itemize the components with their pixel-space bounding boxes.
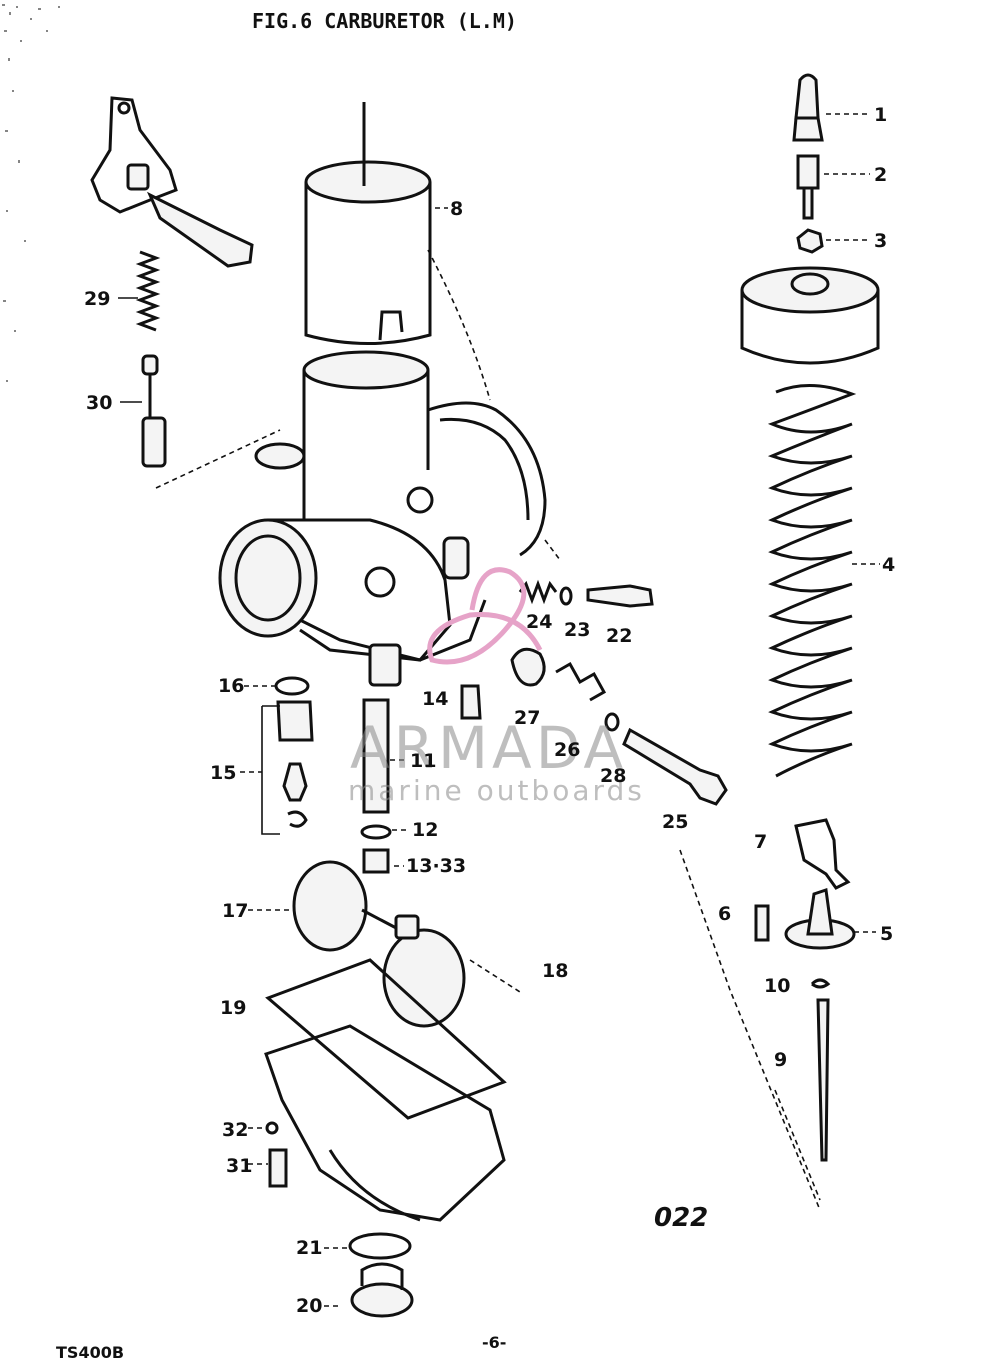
scan-noise <box>2 4 60 382</box>
figure-title: FIG.6 CARBURETOR (L.M) <box>252 9 517 33</box>
callout-label: 22 <box>606 625 632 647</box>
callout-label: 30 <box>86 392 112 414</box>
starter-plunger <box>141 354 167 468</box>
float-chamber <box>264 958 507 1318</box>
callout-label: 16 <box>218 675 244 697</box>
callout-label: 11 <box>410 750 436 772</box>
starter-lever <box>90 96 254 268</box>
diagram-code: 022 <box>654 1203 708 1233</box>
callout-label: 26 <box>554 739 580 761</box>
callout-label: 19 <box>220 997 246 1019</box>
page-number: -6- <box>482 1333 506 1352</box>
callout-label: 10 <box>764 975 790 997</box>
callout-label: 12 <box>412 819 438 841</box>
callout-label: 21 <box>296 1237 322 1259</box>
mixing-chamber-top <box>740 266 880 365</box>
cable-adjuster <box>796 154 820 220</box>
callout-label: 15 <box>210 762 236 784</box>
watermark-tagline: marine outboards <box>348 774 645 807</box>
leader-lines <box>155 249 821 1211</box>
callout-label: 28 <box>600 765 626 787</box>
callout-label: 3 <box>874 230 887 252</box>
callout-label: 23 <box>564 619 590 641</box>
callout-label: 2 <box>874 164 887 186</box>
callout-label: 6 <box>718 903 731 925</box>
callout-label: 9 <box>774 1049 787 1071</box>
callout-ticks <box>118 113 880 1307</box>
carburetor-body <box>218 350 547 687</box>
callout-label: 1 <box>874 104 887 126</box>
needle-retainer <box>794 818 851 890</box>
callout-label: 27 <box>514 707 540 729</box>
callout-label: 7 <box>754 831 767 853</box>
callout-label: 32 <box>222 1119 248 1141</box>
float <box>292 860 521 1028</box>
callout-label: 8 <box>450 198 463 220</box>
callout-label: 14 <box>422 688 448 710</box>
needle-valve <box>261 676 314 835</box>
throttle-spring <box>767 383 857 778</box>
jet-needle <box>816 998 830 1162</box>
callout-label: 20 <box>296 1295 322 1317</box>
callout-label: 25 <box>662 811 688 833</box>
callout-label: 17 <box>222 900 248 922</box>
lock-nut <box>796 228 824 254</box>
callout-label: 13·33 <box>406 855 466 877</box>
callout-label: 29 <box>84 288 110 310</box>
throttle-slide <box>304 102 432 345</box>
callout-label: 4 <box>882 554 895 576</box>
jets <box>360 684 482 874</box>
cable-adjuster-cap <box>792 73 824 142</box>
pilot-screw-set <box>510 579 728 806</box>
armada-logo: ARMADA marine outboards <box>348 567 645 807</box>
starter-spring <box>135 250 161 332</box>
callout-label: 5 <box>880 923 893 945</box>
model-label: TS400B <box>56 1343 124 1362</box>
callout-label: 18 <box>542 960 568 982</box>
callout-labels: 1 2 3 4 5 6 7 8 9 10 11 12 13·33 14 15 1… <box>84 104 895 1317</box>
needle-clip-holder <box>754 888 856 989</box>
callout-label: 31 <box>226 1155 252 1177</box>
callout-label: 24 <box>526 611 552 633</box>
watermark-name: ARMADA <box>350 714 627 782</box>
